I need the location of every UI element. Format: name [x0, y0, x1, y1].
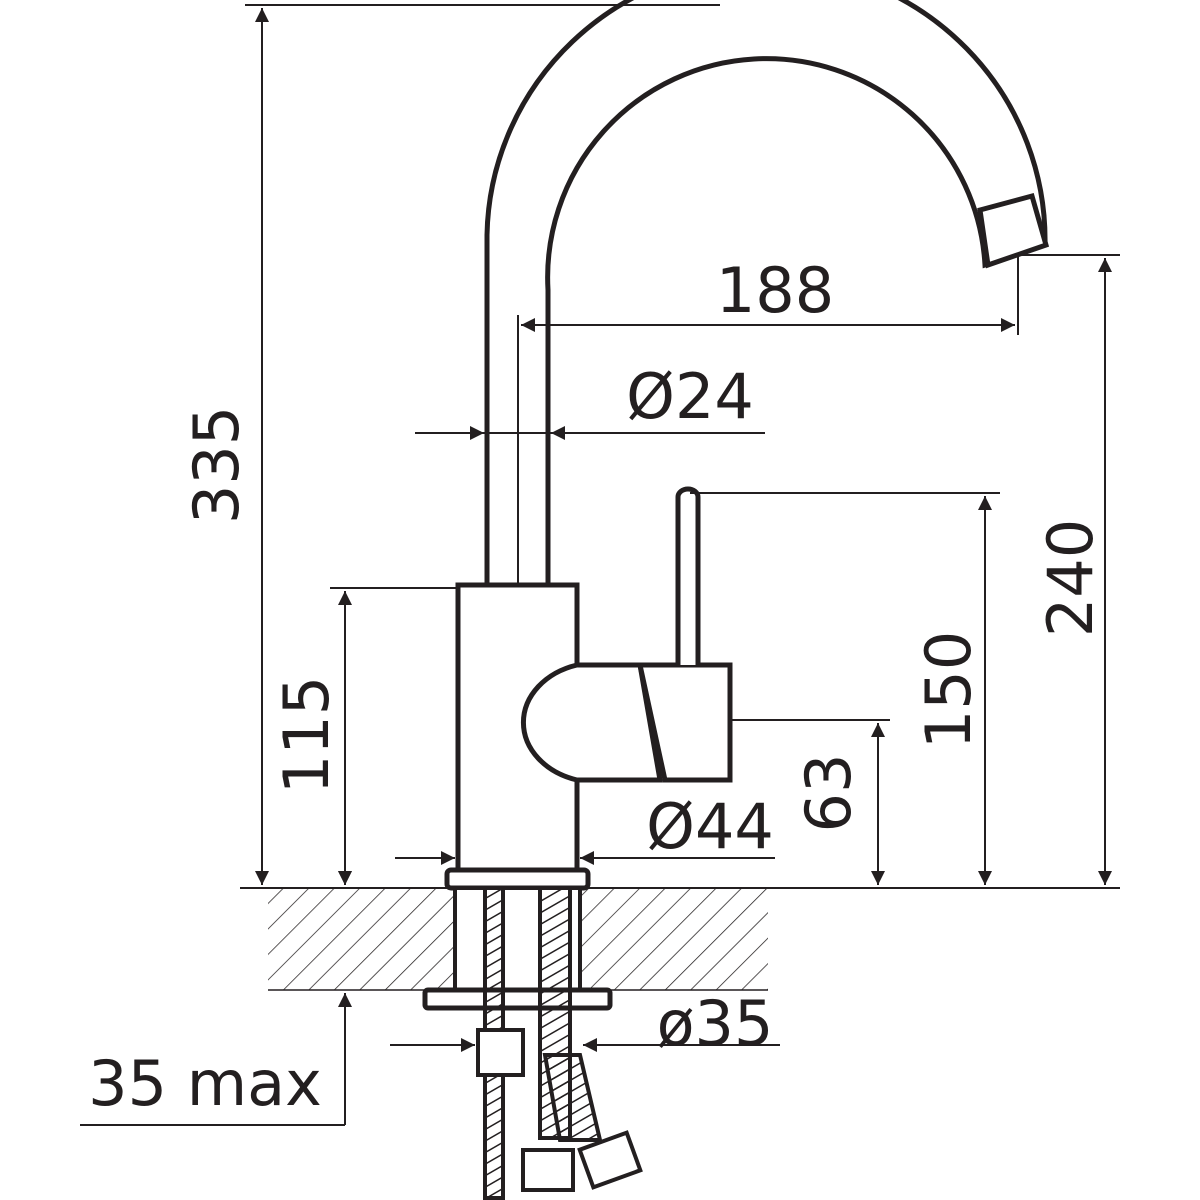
dim-max-counter-thickness: 35 max [88, 1047, 322, 1120]
dim-body-height: 115 [270, 676, 343, 794]
supply-hoses [476, 886, 643, 1200]
dim-spout-clearance: 240 [1034, 519, 1107, 637]
countertop [240, 887, 1120, 991]
dim-mount-diameter: ø35 [657, 987, 774, 1060]
dim-spout-diameter: Ø24 [626, 360, 754, 433]
dim-body-diameter: Ø44 [646, 790, 774, 863]
dim-total-height: 335 [180, 406, 253, 524]
dim-lever-height: 150 [912, 631, 985, 749]
dimension-lines [80, 4, 1120, 1126]
dim-lever-axis-height: 63 [792, 754, 865, 833]
dim-spout-reach: 188 [716, 254, 834, 327]
